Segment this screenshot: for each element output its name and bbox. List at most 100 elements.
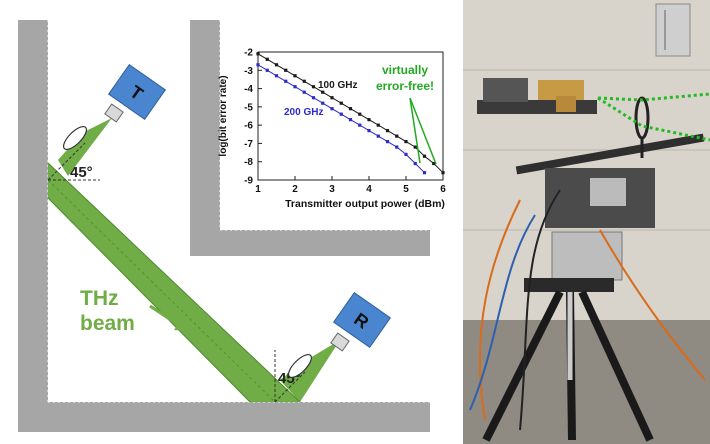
- transmitter-horn: [104, 103, 124, 123]
- data-point-200ghz: [367, 129, 371, 133]
- receiver: R: [287, 291, 392, 379]
- top-plate: [477, 100, 597, 114]
- data-point-200ghz: [339, 112, 343, 116]
- data-point-100ghz: [274, 63, 279, 67]
- y-tick-label: -9: [244, 176, 253, 187]
- inner-wall-horizontal: [190, 230, 430, 256]
- beam-direction-arrow: [149, 304, 181, 328]
- transmitter-module: [483, 78, 528, 102]
- data-point-200ghz: [256, 63, 260, 67]
- floor-wall: [18, 402, 430, 432]
- data-point-200ghz: [321, 101, 325, 105]
- wall-plate: [655, 3, 691, 57]
- left-wall: [18, 20, 48, 432]
- data-point-100ghz: [293, 74, 297, 78]
- incidence-line-bottom: [274, 371, 306, 403]
- cable-black: [519, 189, 561, 431]
- annotation-virtually: virtually: [382, 63, 428, 77]
- x-tick-label: 1: [255, 184, 261, 195]
- x-tick-label: 4: [366, 184, 372, 195]
- beam-direction-arrowhead: [174, 320, 188, 331]
- data-point-200ghz: [265, 68, 269, 72]
- data-point-200ghz: [376, 134, 380, 138]
- gold-mount: [556, 96, 576, 112]
- annotation-arrow-1: [409, 97, 421, 164]
- data-point-100ghz: [376, 123, 380, 127]
- data-point-100ghz: [404, 140, 408, 144]
- x-tick-label: 2: [292, 184, 298, 195]
- data-point-200ghz: [284, 79, 288, 83]
- data-point-100ghz: [367, 118, 371, 122]
- data-point-100ghz: [265, 57, 269, 61]
- angle-label-top: 45°: [70, 164, 93, 181]
- x-tick-label: 5: [403, 184, 409, 195]
- gold-horn: [538, 80, 584, 100]
- y-tick-label: -5: [244, 102, 253, 113]
- data-point-100ghz: [441, 171, 445, 175]
- receiver-lens: [287, 353, 313, 379]
- annotation-arrow-2: [409, 97, 437, 165]
- receiver-horn: [330, 332, 350, 352]
- transmitter: T: [62, 63, 167, 151]
- data-point-100ghz: [311, 85, 316, 89]
- y-axis-ticks: -2-3-4-5-6-7-8-9: [244, 48, 262, 187]
- x-tick-label: 6: [440, 184, 446, 195]
- data-point-100ghz: [348, 107, 353, 111]
- data-point-100ghz: [395, 134, 399, 138]
- transmitter-lens: [62, 125, 88, 151]
- data-point-200ghz: [302, 90, 306, 94]
- data-point-200ghz: [330, 107, 334, 111]
- heatsink: [590, 178, 626, 206]
- cable-orange: [478, 199, 521, 421]
- rail: [515, 133, 705, 175]
- y-tick-label: -7: [244, 139, 253, 150]
- beam-label: THz beam: [80, 287, 188, 335]
- photo-floor: [463, 320, 710, 444]
- beam-path-dotted-1: [597, 92, 710, 102]
- y-axis-label: log(bit error rate): [218, 75, 229, 156]
- data-point-100ghz: [256, 52, 260, 56]
- cable-orange-2: [599, 229, 706, 381]
- data-point-200ghz: [404, 152, 408, 156]
- beam-centerline: [47, 179, 276, 403]
- data-point-100ghz: [330, 96, 334, 100]
- tripod-head: [524, 278, 614, 292]
- data-point-200ghz: [293, 85, 297, 89]
- legend-label-200ghz: 200 GHz: [284, 107, 323, 118]
- thz-beam: [47, 118, 340, 403]
- inner-wall-vertical: [190, 20, 220, 256]
- data-point-100ghz: [302, 79, 306, 83]
- data-point-100ghz: [385, 129, 390, 133]
- angle-markers: 45° 45°: [47, 142, 306, 403]
- y-tick-label: -8: [244, 157, 253, 168]
- setup-photo: [463, 0, 710, 444]
- data-point-200ghz: [422, 171, 427, 175]
- y-tick-label: -6: [244, 121, 253, 132]
- transmitter-box: T: [107, 63, 167, 121]
- data-point-200ghz: [358, 123, 362, 127]
- beam-cone-receiver: [280, 340, 340, 402]
- x-axis-label: Transmitter output power (dBm): [285, 198, 445, 210]
- beam-edge-upper: [47, 162, 301, 403]
- incidence-line-top: [47, 142, 86, 181]
- data-point-100ghz: [422, 154, 427, 158]
- tripod-leg-left: [482, 290, 564, 442]
- chart-series: [256, 52, 445, 175]
- y-tick-label: -3: [244, 66, 253, 77]
- data-point-100ghz: [284, 68, 288, 72]
- data-point-100ghz: [339, 101, 343, 105]
- beam-cone-transmitter: [58, 118, 112, 176]
- legend-label-100ghz: 100 GHz: [318, 80, 357, 91]
- beam-label-line2: beam: [80, 312, 135, 335]
- data-point-200ghz: [274, 74, 279, 78]
- receiver-box: R: [332, 291, 392, 349]
- data-point-100ghz: [321, 90, 325, 94]
- data-point-200ghz: [413, 161, 417, 166]
- walls: [18, 20, 430, 432]
- x-tick-label: 3: [329, 184, 335, 195]
- data-point-200ghz: [395, 145, 399, 149]
- x-axis-ticks: 1 2 3 4 5 6: [255, 176, 446, 195]
- data-point-200ghz: [385, 140, 390, 144]
